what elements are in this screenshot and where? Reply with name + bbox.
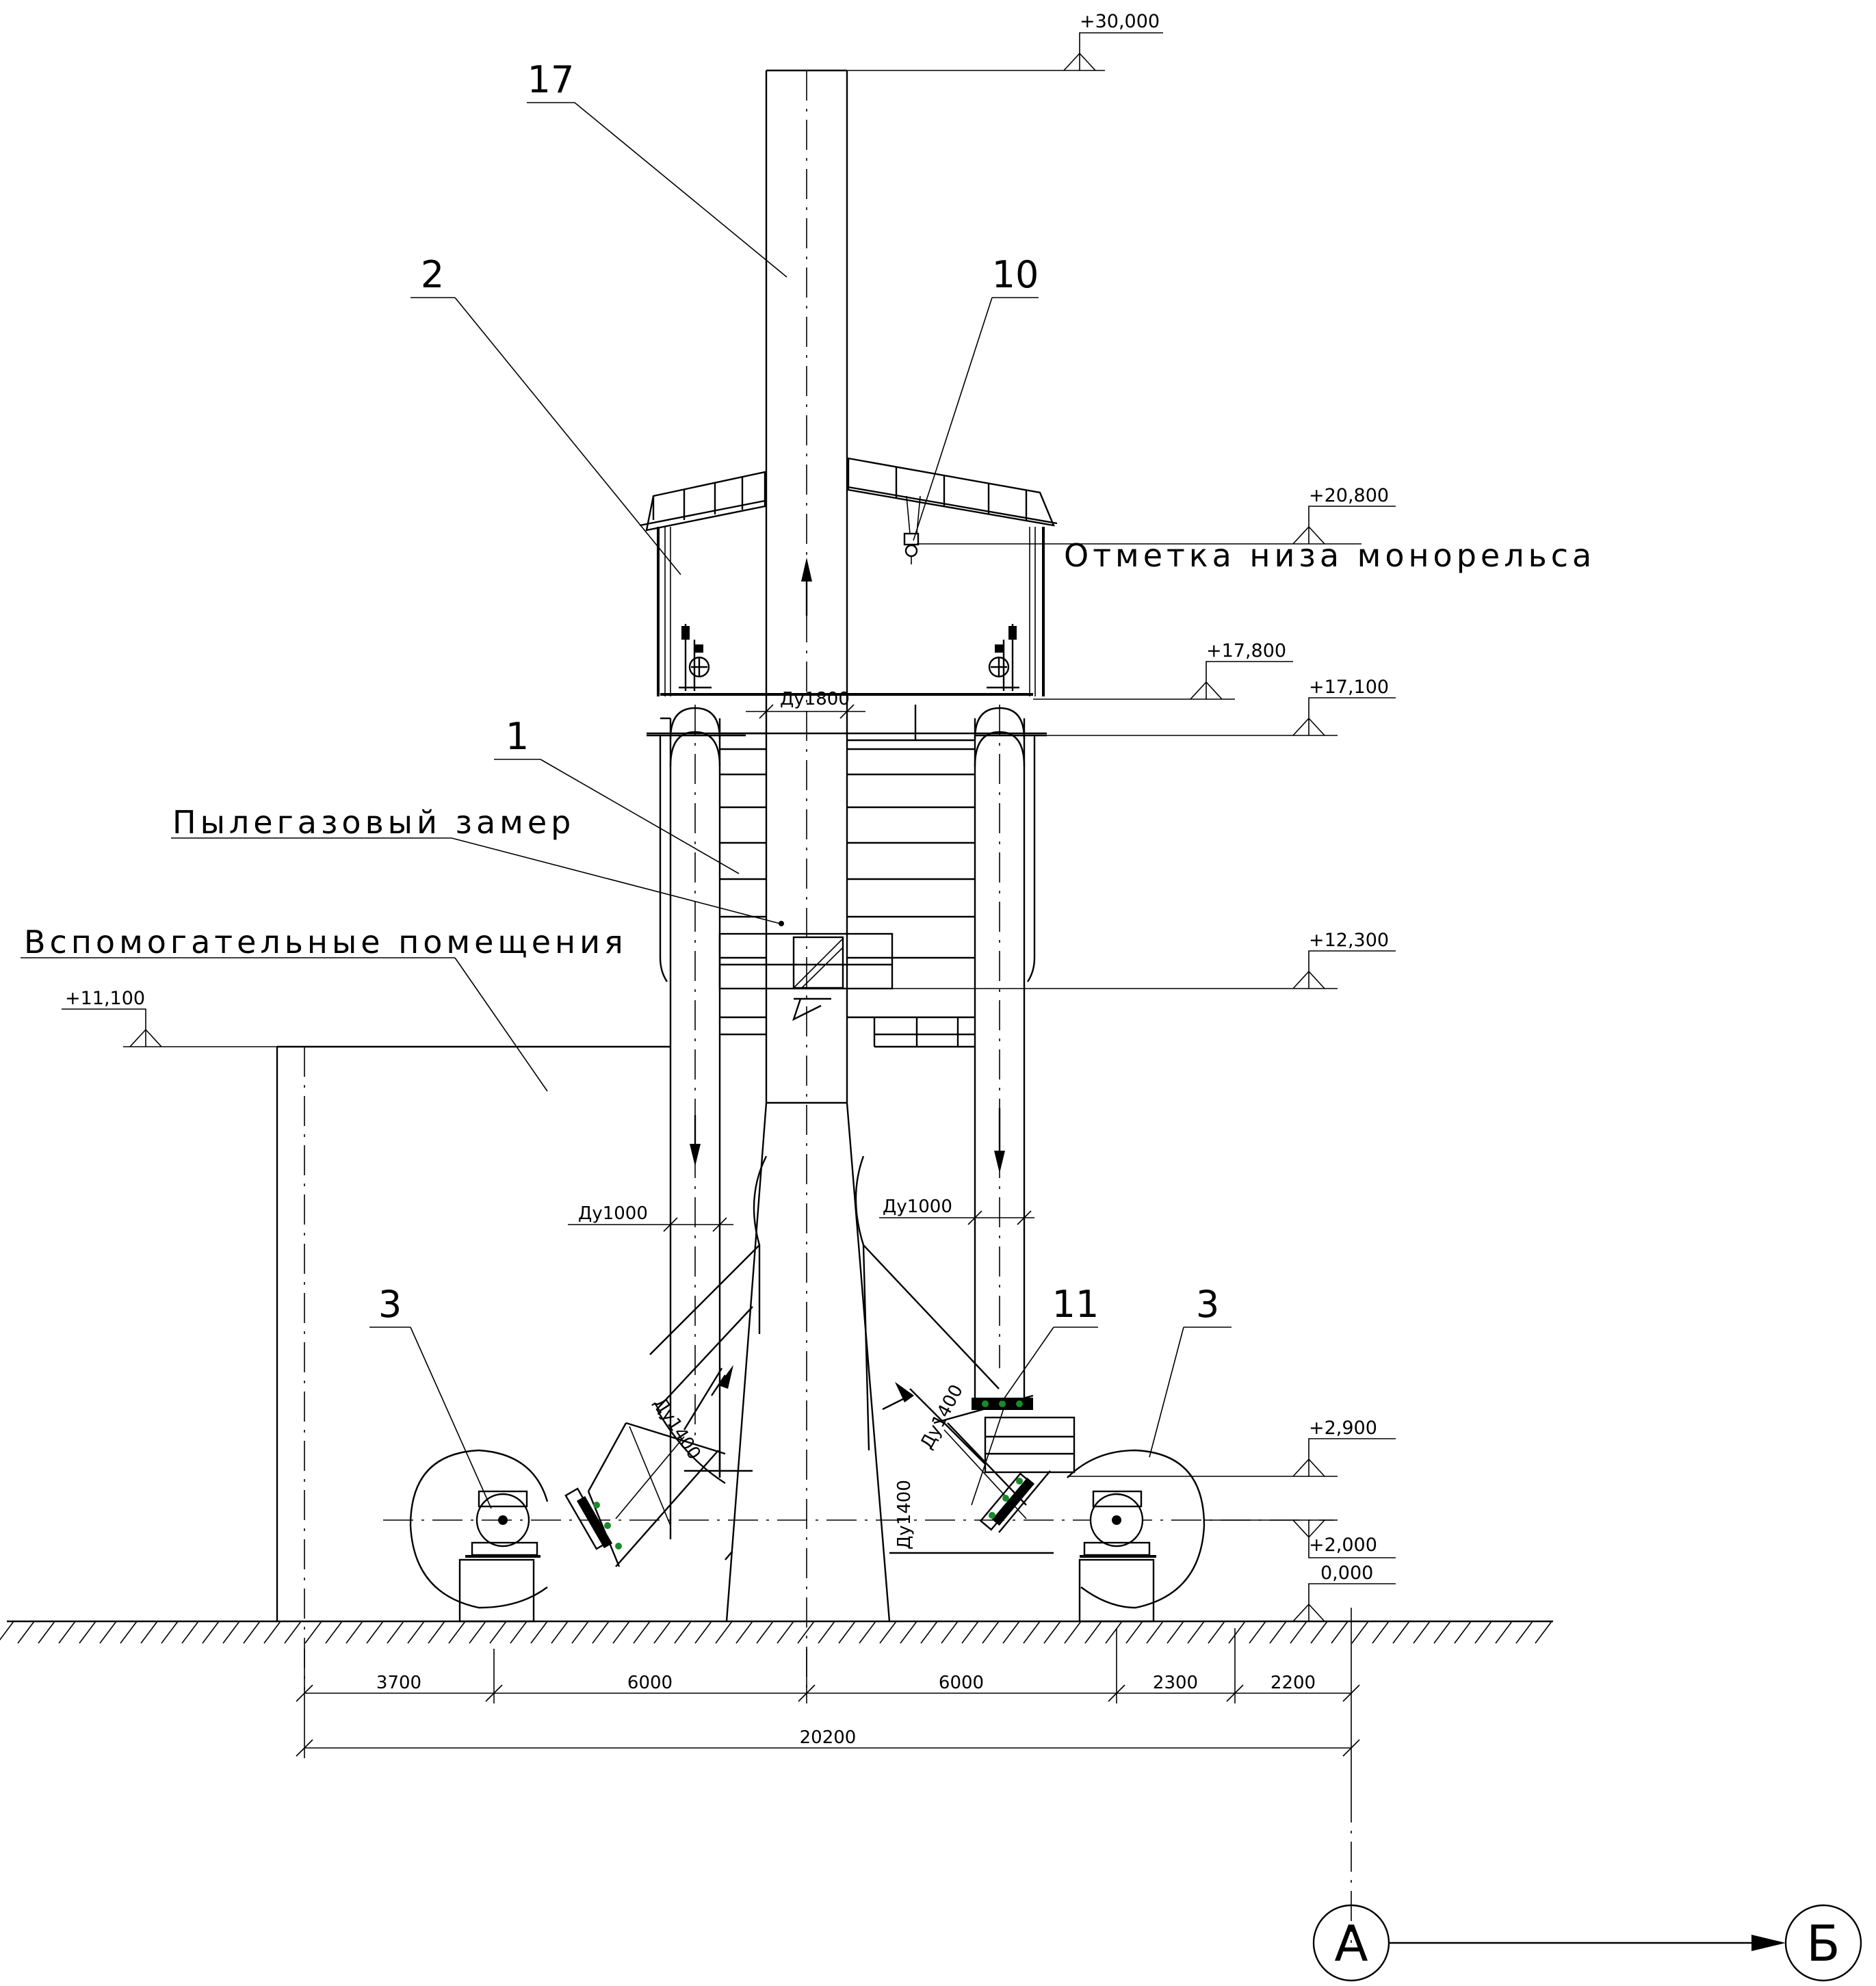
- diameter-marks: [568, 704, 1034, 1232]
- top-building: [639, 457, 1058, 696]
- diameter-1400-right: Ду1400: [917, 1381, 967, 1452]
- level-17800: +17,800: [1206, 640, 1286, 662]
- axis-marker-b: [1784, 1904, 1862, 1982]
- axis-arrow: [1389, 1935, 1786, 1951]
- level-17100: +17,100: [1309, 677, 1389, 698]
- callout-3-right: 3: [1196, 1283, 1219, 1326]
- branch-duct-left: [564, 1155, 768, 1567]
- level-2900: +2,900: [1309, 1417, 1377, 1439]
- diameter-1400-vertical: Ду1400: [894, 1480, 915, 1550]
- diameter-1800: Ду1800: [780, 689, 850, 709]
- level-0000: 0,000: [1320, 1563, 1373, 1584]
- level-30000: +30,000: [1080, 11, 1160, 32]
- callout-1: 1: [506, 715, 529, 758]
- callout-leaders: [21, 102, 1232, 1509]
- diameter-1400-left: Ду1400: [649, 1394, 705, 1463]
- fan-left: [383, 1449, 1334, 1623]
- level-11100: +11,100: [65, 988, 145, 1009]
- diameter-1000-left: Ду1000: [578, 1203, 648, 1224]
- chimney-stack: [725, 69, 891, 1697]
- branch-duct-right: [855, 1155, 1076, 1554]
- label-monorail: Отметка низа монорельса: [1064, 537, 1595, 574]
- duct-base-connector: [725, 1551, 733, 1560]
- level-marks: [62, 32, 1396, 1622]
- dust-gas-platform: [718, 932, 894, 1021]
- dim-20200: 20200: [800, 1727, 857, 1748]
- callout-3-left: 3: [378, 1283, 402, 1326]
- duct-left: [659, 705, 721, 1539]
- valve-assembly-left: [679, 624, 712, 691]
- dim-3700: 3700: [376, 1673, 421, 1693]
- dim-2200: 2200: [1271, 1673, 1316, 1693]
- fan-right: [1067, 1449, 1206, 1623]
- tower-floors: [647, 693, 1047, 1048]
- callout-17: 17: [527, 58, 575, 101]
- axis-label-b: Б: [1806, 1915, 1840, 1972]
- label-dust-gas-measure: Пылегазовый замер: [172, 804, 575, 841]
- auxiliary-building: [276, 1045, 670, 1690]
- dim-2300: 2300: [1153, 1673, 1198, 1693]
- callout-11: 11: [1052, 1283, 1099, 1326]
- dimension-lines: [296, 1608, 1360, 1943]
- diameter-1000-right: Ду1000: [883, 1197, 952, 1217]
- callout-10: 10: [992, 253, 1039, 296]
- valve-assembly-right: [987, 624, 1019, 691]
- level-12300: +12,300: [1309, 930, 1389, 951]
- level-20800: +20,800: [1309, 485, 1389, 506]
- duct-right: [974, 705, 1036, 1402]
- level-2000: +2,000: [1309, 1534, 1377, 1556]
- ground-line: [0, 1620, 1553, 1644]
- label-auxiliary-rooms: Вспомогательные помещения: [24, 924, 627, 961]
- dim-6000-right: 6000: [939, 1673, 984, 1693]
- dim-6000-left: 6000: [627, 1673, 673, 1693]
- axis-label-a: А: [1334, 1915, 1368, 1972]
- callout-2: 2: [421, 253, 444, 296]
